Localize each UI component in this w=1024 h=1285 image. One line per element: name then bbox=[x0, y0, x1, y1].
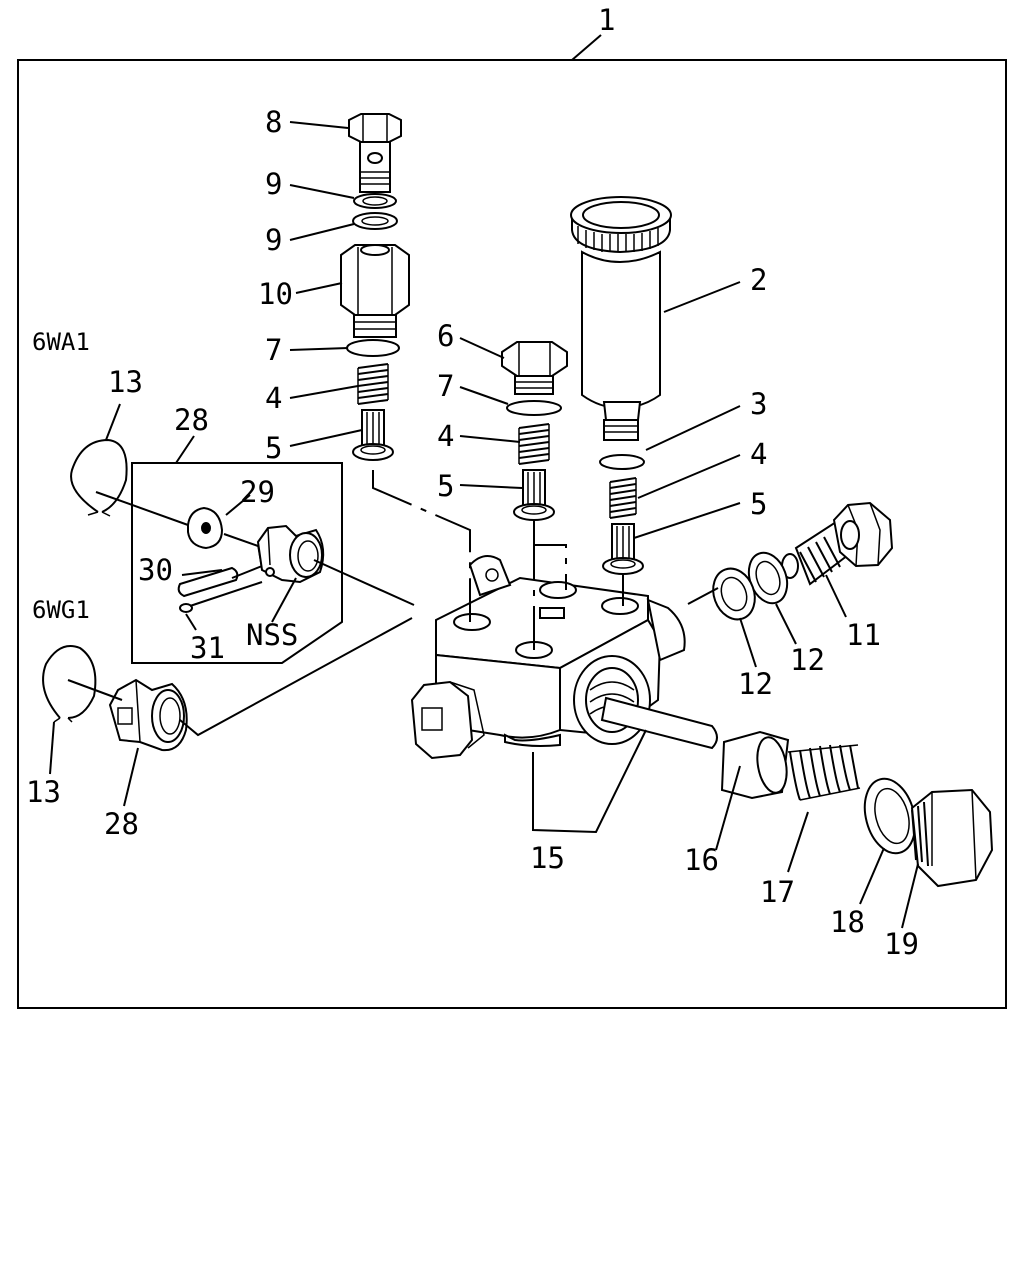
callout-29: 29 bbox=[240, 475, 275, 509]
callout-9-a: 9 bbox=[265, 167, 282, 201]
banjo-fitting-11 bbox=[781, 501, 894, 586]
snap-ring-13-upper bbox=[70, 438, 128, 513]
body-plug-left bbox=[410, 680, 485, 760]
label-nss: NSS bbox=[246, 618, 298, 652]
pin-30 bbox=[177, 566, 239, 598]
kit-28-enclosure bbox=[131, 462, 343, 664]
callout-13-b: 13 bbox=[26, 775, 61, 809]
callout-5-a: 5 bbox=[265, 431, 282, 465]
union-nut-10 bbox=[340, 244, 410, 338]
o-ring-7-left bbox=[346, 339, 400, 357]
callout-15: 15 bbox=[530, 841, 565, 875]
valve-5-left bbox=[352, 409, 394, 461]
plug-6 bbox=[501, 341, 568, 395]
snap-ring-13-lower bbox=[42, 645, 97, 719]
callout-5-c: 5 bbox=[750, 487, 767, 521]
callout-7-a: 7 bbox=[265, 333, 282, 367]
callout-13-a: 13 bbox=[108, 365, 143, 399]
callout-8: 8 bbox=[265, 105, 282, 139]
diagram-frame bbox=[17, 59, 1007, 1009]
callout-31: 31 bbox=[190, 631, 225, 665]
spring-4-right bbox=[609, 477, 637, 519]
callout-17: 17 bbox=[760, 875, 795, 909]
callout-12-a: 12 bbox=[790, 643, 825, 677]
callout-16: 16 bbox=[684, 843, 719, 877]
banjo-bolt-8 bbox=[348, 113, 402, 193]
callout-3: 3 bbox=[750, 387, 767, 421]
callout-6: 6 bbox=[437, 319, 454, 353]
cap-28-lower bbox=[108, 678, 188, 752]
spring-4-middle bbox=[518, 423, 550, 465]
callout-19: 19 bbox=[884, 927, 919, 961]
callout-30: 30 bbox=[138, 553, 173, 587]
callout-28-b: 28 bbox=[104, 807, 139, 841]
priming-pump-2 bbox=[570, 196, 672, 441]
leader-lines bbox=[49, 121, 919, 929]
valve-5-middle bbox=[513, 469, 555, 521]
washer-9-lower bbox=[352, 212, 398, 230]
spring-4-left bbox=[357, 363, 389, 405]
callout-28-a: 28 bbox=[174, 403, 209, 437]
callout-10: 10 bbox=[258, 277, 293, 311]
callout-labels: 8 9 9 10 7 4 5 6 7 4 5 2 3 4 5 11 12 12 … bbox=[26, 105, 919, 961]
label-6wa1: 6WA1 bbox=[32, 328, 90, 356]
callout-4-b: 4 bbox=[437, 419, 454, 453]
piston-16 bbox=[720, 730, 790, 800]
label-6wg1: 6WG1 bbox=[32, 596, 90, 624]
callout-7-b: 7 bbox=[437, 369, 454, 403]
leader-1 bbox=[571, 34, 602, 61]
callout-4-c: 4 bbox=[750, 437, 767, 471]
callout-12-b: 12 bbox=[738, 667, 773, 701]
spring-17 bbox=[787, 744, 861, 801]
plug-19 bbox=[910, 788, 994, 888]
callout-2: 2 bbox=[750, 263, 767, 297]
piston-rod bbox=[600, 696, 718, 750]
callout-5-b: 5 bbox=[437, 469, 454, 503]
ball-31 bbox=[179, 603, 193, 613]
o-ring-3 bbox=[599, 454, 645, 470]
callout-11: 11 bbox=[846, 618, 881, 652]
assembly-lines bbox=[67, 470, 719, 737]
callout-18: 18 bbox=[830, 905, 865, 939]
valve-5-right bbox=[602, 523, 644, 575]
cap-28-upper bbox=[256, 524, 325, 584]
callout-9-b: 9 bbox=[265, 223, 282, 257]
callout-4-a: 4 bbox=[265, 381, 282, 415]
washer-9-upper bbox=[353, 193, 397, 209]
callout-1: 1 bbox=[598, 3, 615, 37]
washer-29 bbox=[187, 506, 224, 550]
o-ring-7-middle bbox=[506, 400, 562, 416]
